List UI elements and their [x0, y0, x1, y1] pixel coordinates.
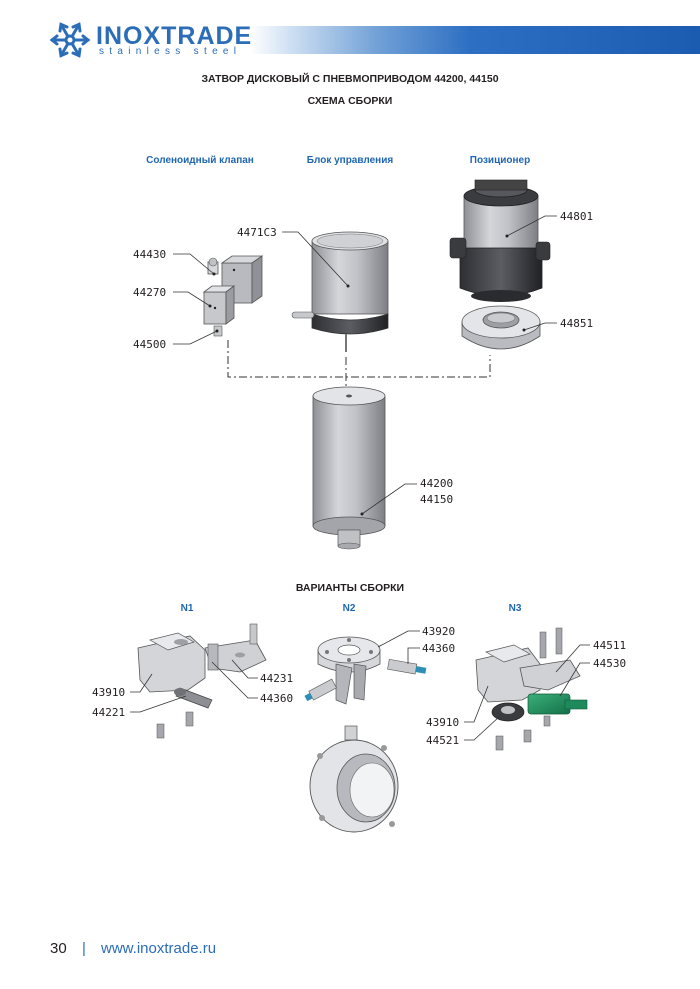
variant-label-n3: N3: [508, 603, 522, 614]
leader-lines: [173, 215, 557, 515]
n2-part-44360: 44360: [422, 642, 456, 655]
pneumatic-actuator: [312, 386, 386, 550]
n3-part-44521: 44521: [426, 734, 460, 747]
solenoid-valve: [202, 255, 264, 337]
n1-part-43910: 43910: [92, 686, 126, 699]
variants-heading: ВАРИАНТЫ СБОРКИ: [295, 582, 405, 594]
n1-part-44231: 44231: [260, 672, 294, 685]
part-number-44270: 44270: [133, 286, 167, 299]
variant-label-n1: N1: [180, 603, 194, 614]
part-number-44150: 44150: [420, 493, 454, 506]
section-label-solenoid: Соленоидный клапан: [146, 155, 254, 166]
page-number: 30: [50, 940, 67, 957]
variant-n2-parts: [304, 636, 427, 833]
snowflake-logo-icon: [49, 22, 91, 58]
n3-part-44511: 44511: [593, 639, 627, 652]
positioner-adapter-ring: [461, 305, 541, 350]
variant-label-n2: N2: [342, 603, 356, 614]
page-subtitle: СХЕМА СБОРКИ: [307, 95, 393, 107]
n3-part-44530: 44530: [593, 657, 627, 670]
website-link[interactable]: www.inoxtrade.ru: [101, 940, 217, 957]
variant-n3-parts: [475, 627, 588, 751]
assembly-guide-lines: [227, 340, 491, 390]
header-bar: [0, 26, 700, 54]
n1-part-44221: 44221: [92, 706, 126, 719]
part-number-44430: 44430: [133, 248, 167, 261]
variant-n1-parts: [137, 623, 267, 739]
part-number-4471C3: 4471C3: [237, 226, 277, 239]
brand-tagline: stainless steel: [99, 46, 242, 57]
part-number-44500: 44500: [133, 338, 167, 351]
footer-separator: |: [82, 940, 86, 957]
page-title: ЗАТВОР ДИСКОВЫЙ С ПНЕВМОПРИВОДОМ 44200, …: [201, 73, 499, 85]
part-number-44851: 44851: [560, 317, 594, 330]
part-number-44200: 44200: [420, 477, 454, 490]
brand-name: INOXTRADE: [96, 22, 253, 50]
section-label-control: Блок управления: [306, 155, 394, 166]
positioner: [449, 179, 551, 302]
control-unit: [291, 231, 389, 352]
section-label-positioner: Позиционер: [469, 155, 531, 166]
n3-part-43910: 43910: [426, 716, 460, 729]
n1-part-44360: 44360: [260, 692, 294, 705]
part-number-44801: 44801: [560, 210, 594, 223]
n2-part-43920: 43920: [422, 625, 456, 638]
